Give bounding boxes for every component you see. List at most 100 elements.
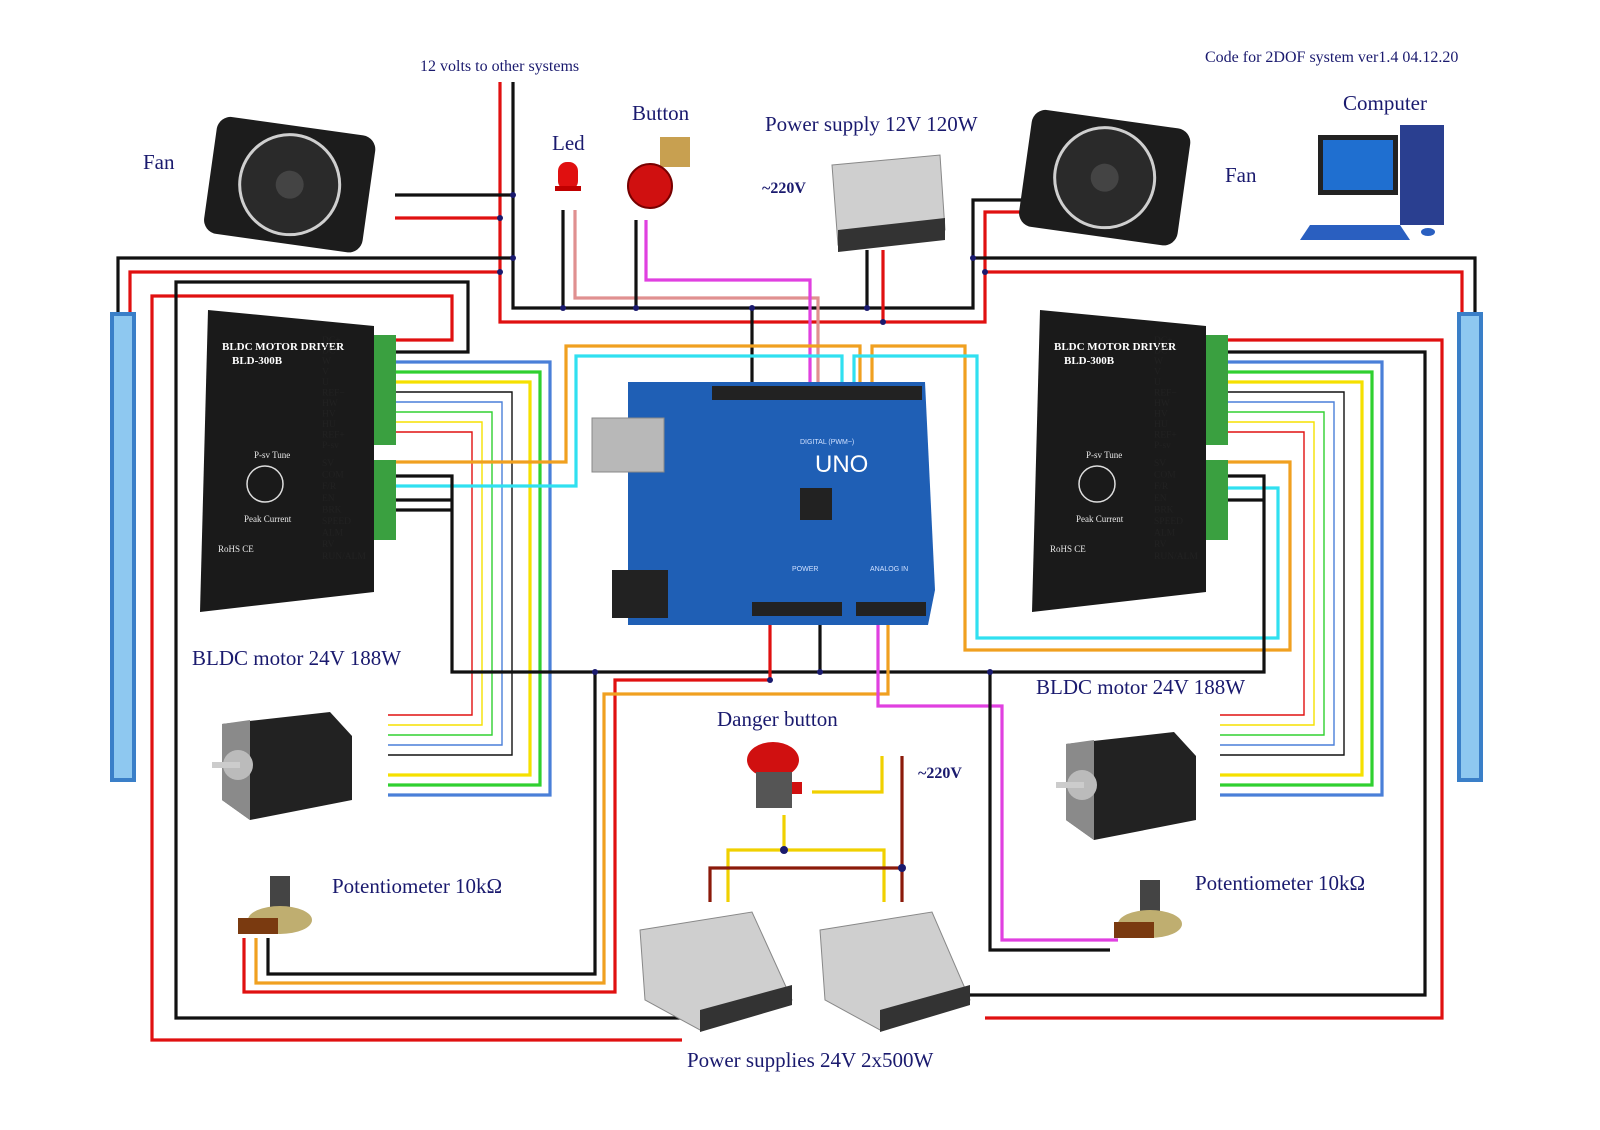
wire-right-sv-speed [870,344,1292,652]
driver-right-pin-label: DC− [1154,347,1173,357]
driver-right-rohs: RoHS CE [1050,544,1086,554]
driver-right-pin-label: COM [1154,471,1176,481]
driver-left-pin-label: COM [322,471,344,481]
wire-strip-right-red [985,270,1464,312]
wire-right-com [968,474,1266,674]
driver-left-pins: DC+DC−WVUREF−HWHVHUREF+P-svSVCOMF/RENBRK… [322,336,366,562]
driver-right-pin-label: RUN/ALM [1154,552,1198,562]
driver-left-pin-label: HV [322,410,336,420]
driver-right-pin-label: REF− [1154,389,1177,399]
driver-right-pin-label: HV [1154,410,1168,420]
arduino-uno: UNO DIGITAL (PWM~) POWER ANALOG IN [591,382,935,625]
wire-danger-1 [812,756,884,794]
driver-left-pin-label: HU [322,420,336,430]
fan-right [1019,109,1191,246]
motor-left [212,712,352,820]
driver-left-pin-label: HW [322,399,338,409]
label-motor-left: BLDC motor 24V 188W [192,646,401,670]
driver-right-pin-label: DC+ [1154,336,1173,346]
driver-left-peak: Peak Current [244,514,292,524]
wire-left-com [388,474,968,674]
driver-right-peak: Peak Current [1076,514,1124,524]
driver-right-pin-label: SPEED [1154,517,1183,527]
label-pot-left: Potentiometer 10kΩ [332,874,502,898]
wire-right-hu [1220,421,1315,726]
led-strip-left [110,312,136,782]
led [555,162,581,191]
driver-left-pin-label: RUN/ALM [322,552,366,562]
driver-left-pin-label: P-sv [322,441,339,451]
driver-left-pin-label: BRK [322,505,342,515]
driver-right-pin-label: P-sv [1154,441,1171,451]
arduino-brand: UNO [815,451,868,478]
driver-left-pin-label: REF− [322,389,345,399]
driver-left-pin-label: ALM [322,529,344,539]
driver-left-pin-label: U [322,378,329,388]
wires [116,82,1477,1042]
label-mains-bottom: ~220V [918,765,962,782]
wire-right-hw [1220,401,1335,746]
arduino-analog-label: ANALOG IN [870,566,908,573]
wire-left-hv [388,411,493,736]
driver-right-title: BLDC MOTOR DRIVER [1054,341,1177,353]
wire-right-hv [1220,411,1325,736]
driver-right-pin-label: W [1154,357,1163,367]
wire-left-sv-speed [388,344,862,464]
label-mains-top: ~220V [762,180,806,197]
motor-right [1056,732,1196,840]
wire-pot-left-wiper [254,620,890,985]
bldc-driver-right: BLDC MOTOR DRIVER BLD-300B P-sv Tune Pea… [1032,310,1228,612]
wire-12v-black-top [511,82,1025,310]
wire-right-v [1220,370,1374,787]
wire-left-w [388,360,552,797]
driver-left-pin-label: EN [322,494,335,504]
wire-left-ref-minus [388,391,513,756]
label-power-supplies-24v: Power supplies 24V 2x500W [687,1048,934,1072]
bldc-driver-left: BLDC MOTOR DRIVER BLD-300B P-sv Tune Pea… [200,310,396,612]
wire-strip-left-red [128,270,500,312]
wire-left-dc-minus [174,280,682,1020]
wire-strip-right-black [973,256,1477,312]
driver-right-pin-label: ALM [1154,529,1176,539]
driver-left-rohs: RoHS CE [218,544,254,554]
driver-right-pin-label: EN [1154,494,1167,504]
wire-button-signal [644,220,812,390]
wire-danger-2 [726,815,786,902]
wire-strip-left-black [116,256,513,312]
wire-mains-brown [708,756,904,902]
driver-left-pin-label: REF+ [322,431,345,441]
wire-pot-right-gnd [988,672,1110,952]
wire-right-w [1220,360,1384,797]
label-computer: Computer [1343,91,1427,115]
potentiometer-right [1114,880,1182,938]
arduino-power-label: POWER [792,566,818,573]
label-led: Led [552,131,585,155]
driver-right-pin-label: HW [1154,399,1170,409]
driver-left-pin-label: RV [322,540,335,550]
fan-left [204,116,376,253]
wire-right-ref-minus [1220,391,1345,756]
label-fan-left: Fan [143,150,175,174]
driver-right-pin-label: HU [1154,420,1168,430]
arduino-digital-label: DIGITAL (PWM~) [800,439,854,446]
led-strip-right [1457,312,1483,782]
driver-right-pin-label: SV [1154,459,1166,469]
top-note: 12 volts to other systems [420,58,579,75]
label-pot-right: Potentiometer 10kΩ [1195,871,1365,895]
driver-left-pin-label: F/R [322,482,337,492]
push-button [627,137,690,209]
driver-right-pin-label: RV [1154,540,1167,550]
driver-left-pin-label: SV [322,459,334,469]
power-supply-24v-1 [639,911,793,1032]
wire-left-ref-plus [388,431,473,716]
wire-right-ref-plus [1220,431,1305,716]
diagram-title: Code for 2DOF system ver1.4 04.12.20 [1205,49,1458,66]
label-fan-right: Fan [1225,163,1257,187]
junction-dots [497,192,993,872]
computer [1300,125,1444,240]
driver-left-pin-label: DC+ [322,336,341,346]
driver-left-pin-label: V [322,368,329,378]
wire-left-v [388,370,542,787]
driver-left-model: BLD-300B [232,355,283,367]
